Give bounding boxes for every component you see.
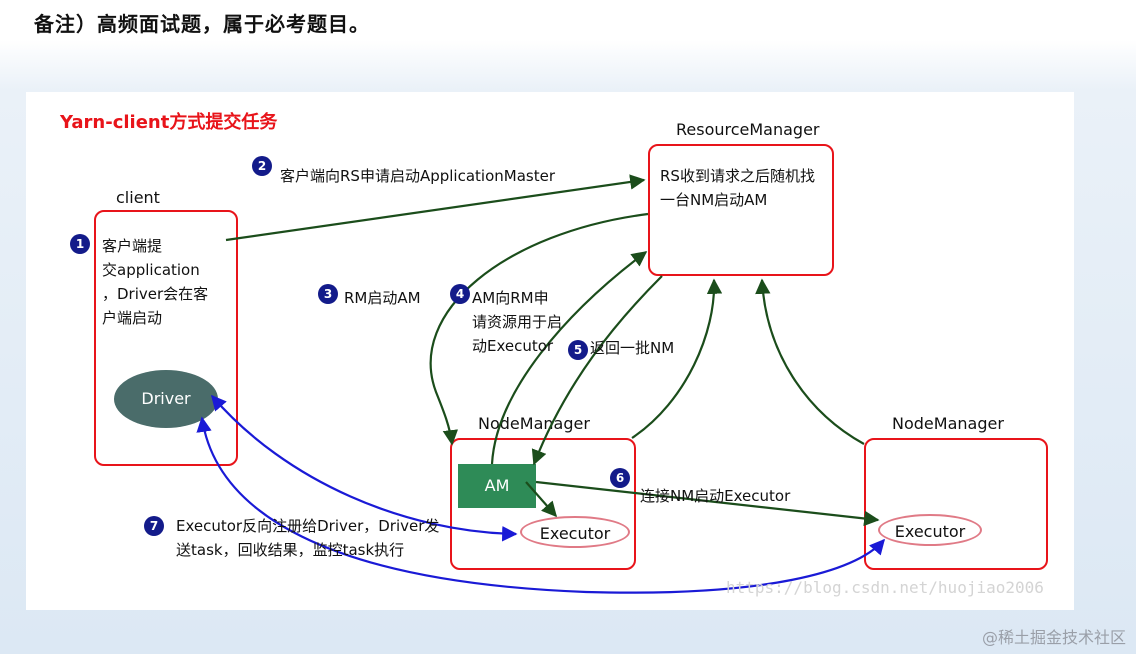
step-4-text-line: AM向RM申 (472, 289, 549, 307)
node-manager-2-box (864, 438, 1048, 570)
step-1-badge: 1 (70, 234, 90, 254)
executor-node-2: Executor (878, 514, 982, 546)
client-text-line: 客户端提 (102, 237, 163, 255)
step-4-badge: 4 (450, 284, 470, 304)
diagram-title: Yarn-client方式提交任务 (60, 112, 278, 133)
step-5-badge: 5 (568, 340, 588, 360)
client-text-line: 户端启动 (102, 309, 163, 327)
step-6-badge: 6 (610, 468, 630, 488)
arrow-nm2-to-rm (755, 278, 865, 445)
rm-text-line: RS收到请求之后随机找 (660, 167, 815, 185)
step-3-badge: 3 (318, 284, 338, 304)
step-7-badge: 7 (144, 516, 164, 536)
resource-manager-description: RS收到请求之后随机找 一台NM启动AM (660, 164, 832, 212)
step-7-text: Executor反向注册给Driver，Driver发 送task，回收结果，监… (176, 514, 439, 562)
client-description: 客户端提 交application ，Driver会在客 户端启动 (102, 234, 236, 330)
step-4-text-line: 动Executor (472, 337, 554, 355)
arrow-step-2 (225, 174, 646, 242)
client-text-line: ，Driver会在客 (102, 285, 209, 303)
step-2-text: 客户端向RS申请启动ApplicationMaster (280, 167, 555, 185)
step-5-text: 返回一批NM (590, 339, 675, 357)
diagram-arrows (196, 174, 886, 594)
diagram-panel: Yarn-client方式提交任务 client 1 客户端提 交applica… (26, 92, 1074, 610)
step-6-text: 连接NM启动Executor (640, 487, 791, 505)
rm-text-line: 一台NM启动AM (660, 191, 768, 209)
page-heading: 备注）高频面试题，属于必考题目。 (34, 12, 370, 36)
step-7-text-line: 送task，回收结果，监控task执行 (176, 541, 405, 559)
step-7-text-line: Executor反向注册给Driver，Driver发 (176, 517, 440, 535)
resource-manager-box (648, 144, 834, 276)
step-2-badge: 2 (252, 156, 272, 176)
node-manager-2-label: NodeManager (892, 414, 1004, 433)
client-text-line: 交application (102, 261, 200, 279)
step-4-text: AM向RM申 请资源用于启 动Executor (472, 286, 562, 358)
step-4-text-line: 请资源用于启 (472, 313, 563, 331)
blog-watermark: https://blog.csdn.net/huojiao2006 (726, 578, 1044, 597)
arrow-am-to-executor-1 (525, 481, 558, 518)
client-label: client (116, 188, 160, 207)
step-3-text: RM启动AM (344, 289, 421, 307)
resource-manager-label: ResourceManager (676, 120, 820, 139)
arrow-step-7-executor-2 (196, 416, 886, 594)
site-watermark: @稀土掘金技术社区 (981, 628, 1126, 647)
